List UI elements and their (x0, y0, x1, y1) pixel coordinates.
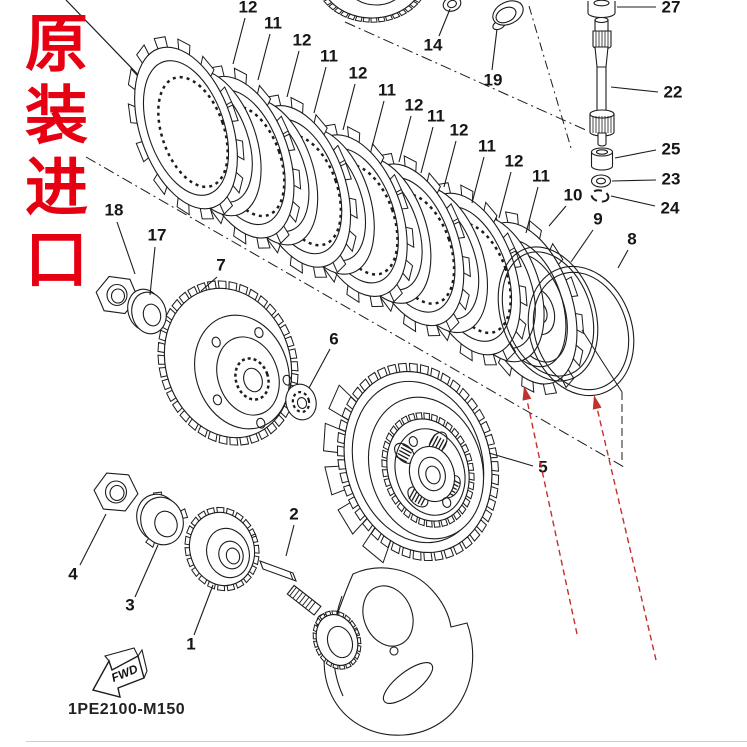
vertical-caption: 原装进口 (16, 10, 86, 298)
part-label-19: 19 (484, 28, 503, 89)
svg-text:24: 24 (661, 198, 680, 217)
primary-driven-gear-14 (322, 0, 462, 23)
part-label-5: 5 (488, 452, 548, 476)
svg-text:23: 23 (662, 169, 681, 188)
svg-text:10: 10 (564, 185, 583, 204)
thrust-washer-17 (127, 288, 167, 335)
svg-text:12: 12 (505, 151, 524, 170)
part-label-11: 11 (371, 80, 396, 148)
part-label-2: 2 (285, 504, 299, 557)
clutch-plate-stack (127, 36, 585, 396)
crankshaft-assembly (286, 567, 474, 736)
crank-pinion-gear (312, 610, 362, 670)
primary-drive-gear-1 (184, 506, 260, 592)
wire-ring-9 (497, 246, 599, 382)
splined-washer-6 (285, 383, 317, 421)
svg-text:27: 27 (662, 0, 681, 16)
clutch-basket-5 (322, 362, 500, 564)
svg-text:7: 7 (216, 255, 225, 274)
part-label-12: 12 (286, 30, 312, 98)
part-label-8: 8 (617, 229, 637, 269)
svg-text:11: 11 (427, 106, 445, 125)
svg-text:12: 12 (450, 120, 469, 139)
image-bottom-border (26, 741, 747, 742)
part-label-3: 3 (125, 544, 159, 614)
part-label-24: 24 (610, 195, 680, 217)
part-label-10: 10 (548, 185, 583, 227)
svg-text:12: 12 (239, 0, 258, 16)
svg-text:12: 12 (405, 95, 424, 114)
wire-ring-8 (527, 265, 635, 462)
svg-text:11: 11 (478, 136, 496, 155)
part-label-14: 14 (424, 8, 451, 54)
svg-text:5: 5 (538, 457, 547, 476)
svg-text:11: 11 (378, 80, 396, 99)
svg-text:9: 9 (593, 209, 602, 228)
part-labels: 1211121112111211121112111098272225232414… (68, 0, 682, 653)
lock-washer-3 (136, 491, 189, 548)
svg-text:11: 11 (264, 13, 282, 32)
svg-text:2: 2 (289, 504, 298, 523)
part-label-25: 25 (614, 139, 681, 159)
svg-text:4: 4 (68, 564, 78, 583)
svg-text:19: 19 (484, 70, 503, 89)
part-label-18: 18 (105, 200, 136, 275)
svg-text:3: 3 (125, 595, 134, 614)
part-label-12: 12 (498, 151, 524, 219)
svg-text:1: 1 (186, 634, 195, 653)
part-label-12: 12 (398, 95, 424, 163)
svg-text:6: 6 (329, 329, 338, 348)
part-label-27: 27 (617, 0, 680, 16)
push-rod-22 (587, 0, 616, 203)
svg-text:25: 25 (662, 139, 681, 158)
svg-text:14: 14 (424, 35, 443, 54)
pushrod-screw-19 (492, 0, 524, 31)
part-label-1: 1 (186, 584, 214, 653)
svg-text:8: 8 (627, 229, 636, 248)
part-label-11: 11 (313, 46, 338, 114)
part-label-4: 4 (68, 513, 107, 583)
straight-key-2 (259, 560, 297, 582)
part-label-6: 6 (308, 329, 339, 389)
svg-text:18: 18 (105, 200, 124, 219)
svg-text:12: 12 (293, 30, 312, 49)
clutch-boss-7 (157, 280, 299, 446)
part-label-17: 17 (148, 225, 167, 296)
part-label-12: 12 (342, 63, 368, 131)
diagram-part-code: 1PE2100-M150 (68, 701, 186, 718)
part-label-12: 12 (443, 120, 469, 188)
svg-text:12: 12 (349, 63, 368, 82)
hex-nut-4 (93, 472, 139, 512)
part-label-11: 11 (257, 13, 282, 81)
svg-text:11: 11 (320, 46, 338, 65)
part-label-9: 9 (570, 209, 603, 263)
red-annotation-arrows (522, 386, 657, 661)
part-label-7: 7 (200, 255, 226, 292)
svg-text:11: 11 (532, 166, 550, 185)
part-label-22: 22 (610, 82, 683, 101)
part-label-11: 11 (525, 166, 550, 234)
fwd-arrow-icon: FWD (91, 647, 148, 698)
part-label-11: 11 (420, 106, 445, 174)
svg-text:17: 17 (148, 225, 167, 244)
part-label-23: 23 (611, 169, 681, 188)
part-label-12: 12 (232, 0, 258, 65)
svg-text:22: 22 (664, 82, 683, 101)
part-label-11: 11 (471, 136, 496, 204)
